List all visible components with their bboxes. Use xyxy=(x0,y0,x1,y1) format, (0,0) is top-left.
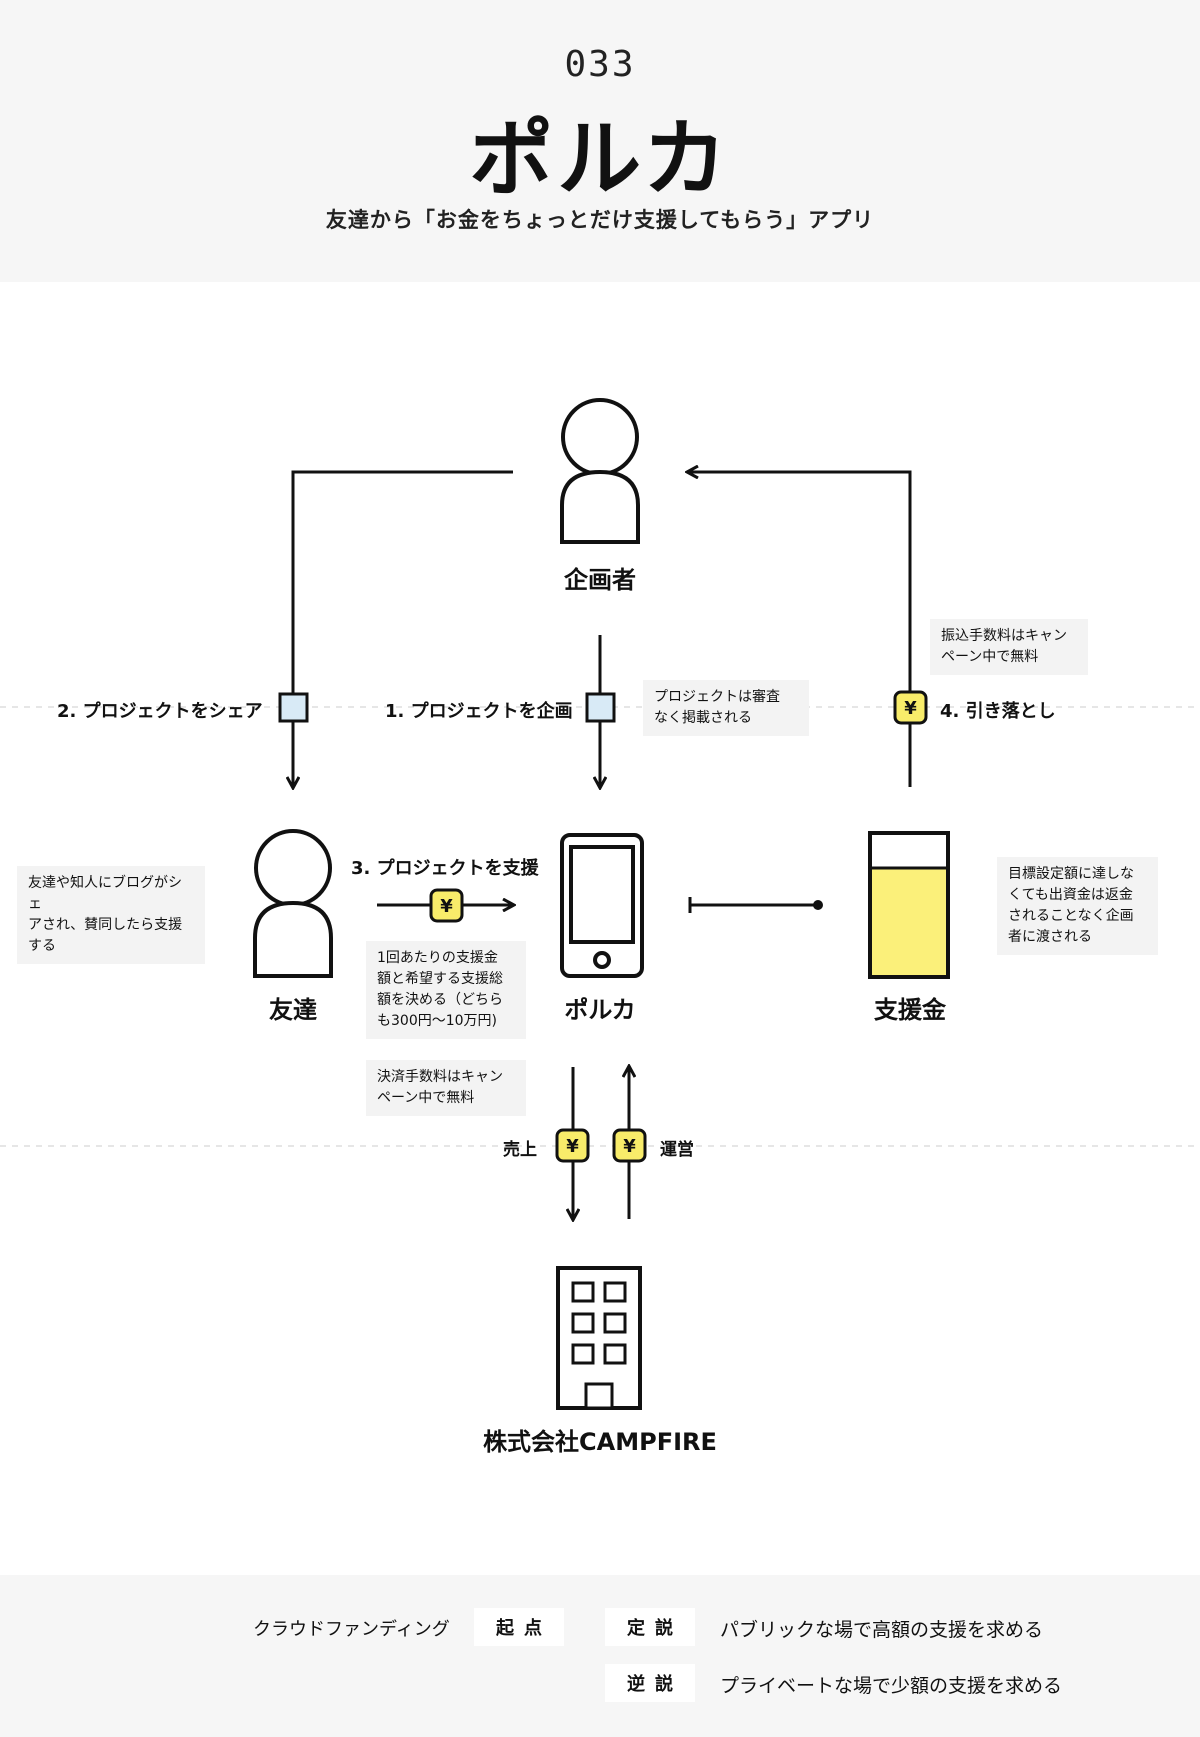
svg-text:¥: ¥ xyxy=(566,1136,579,1157)
jar-icon xyxy=(868,831,950,979)
sales-label: 売上 xyxy=(503,1140,537,1160)
model-number: 033 xyxy=(564,44,636,85)
friend-label: 友達 xyxy=(269,996,317,1024)
support-step-label: 3. プロジェクトを支援 xyxy=(351,858,539,879)
planner-person-icon xyxy=(560,398,640,544)
footer-paradox-text: プライベートな場で少額の支援を求める xyxy=(720,1675,1063,1697)
footer-origin-label: 起点 xyxy=(496,1618,552,1639)
footer-conventional-text: パブリックな場で高額の支援を求める xyxy=(720,1619,1044,1641)
withdraw-note: 振込手数料はキャン ペーン中で無料 xyxy=(930,619,1088,675)
svg-text:¥: ¥ xyxy=(904,698,917,719)
sales-yen-icon: ¥ xyxy=(555,1128,590,1163)
share-step-label: 2. プロジェクトをシェア xyxy=(57,701,263,722)
planner-label: 企画者 xyxy=(564,566,636,594)
svg-text:¥: ¥ xyxy=(440,896,453,917)
withdraw-yen-icon: ¥ xyxy=(893,690,928,725)
page-title: ポルカ xyxy=(469,110,731,208)
footer-conventional-box: 定説 xyxy=(605,1608,695,1646)
polca-label: ポルカ xyxy=(564,996,636,1024)
share-arrow xyxy=(293,470,513,787)
svg-text:¥: ¥ xyxy=(623,1136,636,1157)
withdraw-arrow xyxy=(688,472,912,787)
friend-person-icon xyxy=(253,829,333,978)
plan-document-icon xyxy=(585,692,616,723)
footer-conventional-label: 定説 xyxy=(627,1618,683,1639)
building-icon xyxy=(556,1266,642,1410)
support-yen-icon: ¥ xyxy=(429,888,464,923)
footer-category: クラウドファンディング xyxy=(253,1619,450,1640)
company-label: 株式会社CAMPFIRE xyxy=(483,1428,717,1456)
operation-yen-icon: ¥ xyxy=(612,1128,647,1163)
funds-label: 支援金 xyxy=(874,996,946,1024)
page-subtitle: 友達から「お金をちょっとだけ支援してもらう」アプリ xyxy=(325,208,875,232)
fee-note: 決済手数料はキャン ペーン中で無料 xyxy=(366,1060,526,1116)
amount-note: 1回あたりの支援金 額と希望する支援総 額を決める（どちら も300円〜10万円… xyxy=(366,941,526,1039)
friend-note: 友達や知人にブログがシェ アされ、賛同したら支援 する xyxy=(17,866,205,964)
footer-paradox-box: 逆説 xyxy=(605,1664,695,1702)
withdraw-step-label: 4. 引き落とし xyxy=(940,701,1056,722)
footer-paradox-label: 逆説 xyxy=(627,1674,683,1695)
funds-note: 目標設定額に達しな くても出資金は返金 されることなく企画 者に渡される xyxy=(997,857,1158,955)
operation-label: 運営 xyxy=(660,1140,694,1160)
footer-origin-box: 起点 xyxy=(474,1608,564,1646)
footer-panel xyxy=(0,1575,1200,1737)
plan-note: プロジェクトは審査 なく掲載される xyxy=(643,680,809,736)
smartphone-icon xyxy=(560,833,644,978)
share-document-icon xyxy=(278,692,309,723)
header-panel xyxy=(0,0,1200,282)
plan-step-label: 1. プロジェクトを企画 xyxy=(385,701,573,722)
